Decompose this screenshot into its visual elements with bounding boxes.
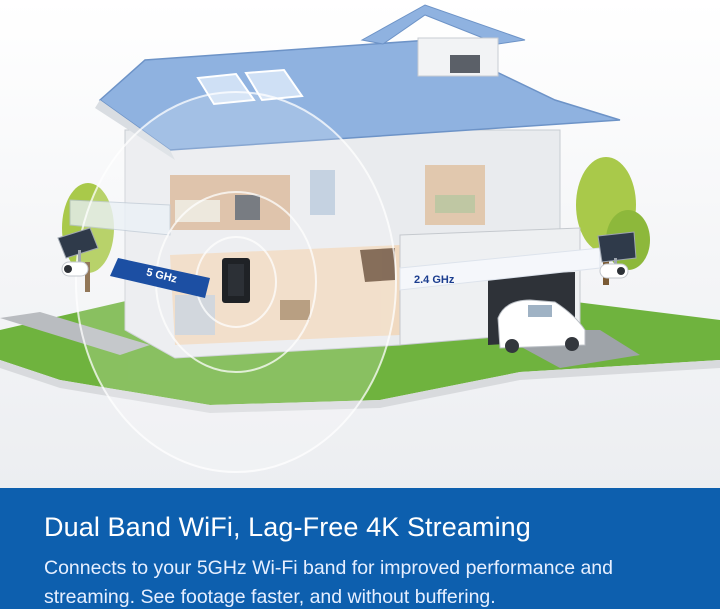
band-24ghz-label: 2.4 GHz — [414, 274, 455, 286]
band-5ghz — [110, 258, 210, 298]
feature-description: Connects to your 5GHz Wi-Fi band for imp… — [44, 557, 613, 608]
house-illustration — [0, 4, 720, 413]
hero-illustration: 5 GHz 2.4 GHz — [0, 0, 720, 488]
feature-title: Dual Band WiFi, Lag-Free 4K Streaming — [44, 512, 531, 542]
solar-panel-icon — [597, 231, 637, 268]
camera-icon — [599, 263, 629, 279]
solar-panel-icon — [57, 227, 99, 266]
router-icon — [222, 258, 250, 303]
car-icon — [497, 299, 586, 353]
feature-banner: Dual Band WiFi, Lag-Free 4K Streaming Co… — [0, 488, 720, 609]
camera-icon — [61, 261, 89, 277]
band-24ghz — [399, 247, 601, 291]
